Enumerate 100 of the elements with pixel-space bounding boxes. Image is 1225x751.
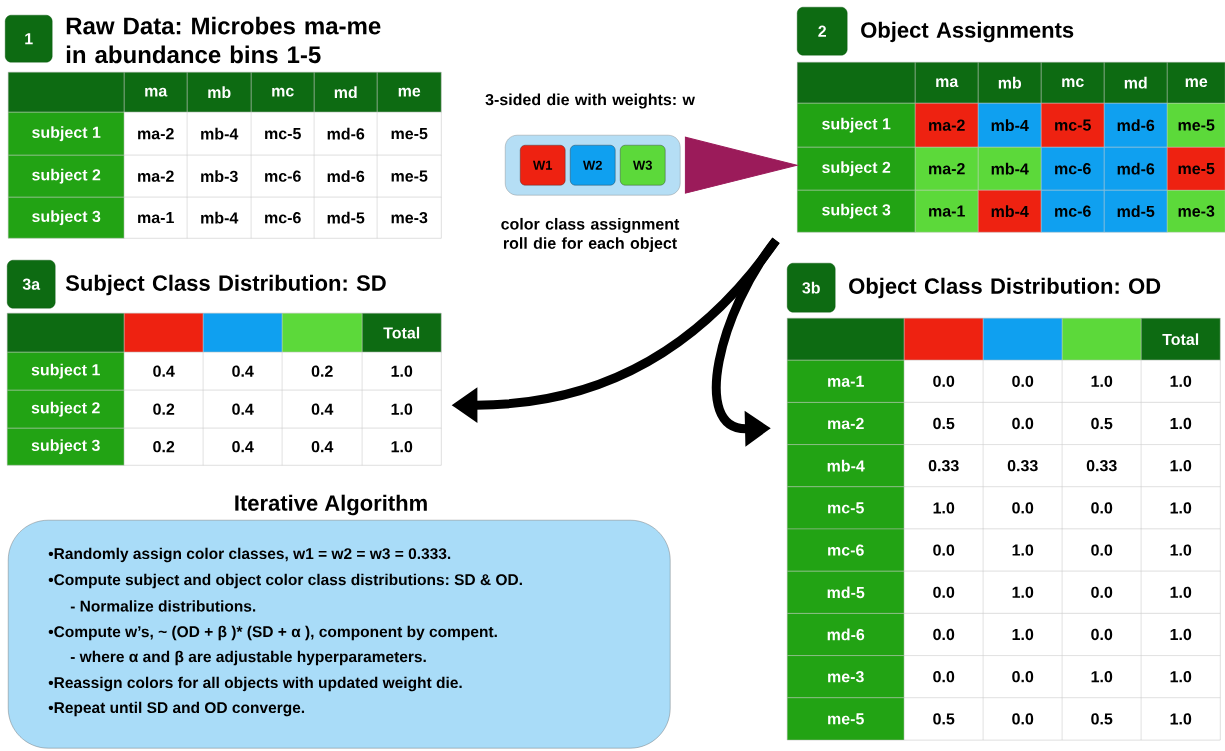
die-face: W3 <box>620 145 666 186</box>
table-cell: 0.4 <box>124 352 204 391</box>
table-cell: mc-6 <box>251 155 315 198</box>
column-header: Total <box>1141 318 1221 361</box>
table-cell: ma-1 <box>915 190 979 233</box>
column-header: me <box>1167 62 1225 104</box>
table-cell: mc-6 <box>1041 147 1105 191</box>
table-cell: 1.0 <box>1141 444 1221 487</box>
table-cell: 0.0 <box>904 571 984 614</box>
table-cell: 0.5 <box>904 402 984 445</box>
table-cell: me-5 <box>1167 103 1225 148</box>
table-cell: 0.5 <box>1062 402 1142 445</box>
die-face: W1 <box>520 145 566 186</box>
table-cell: ma-1 <box>124 197 188 239</box>
step-badge: 1 <box>5 15 53 63</box>
table-cell: me-3 <box>1167 190 1225 233</box>
die-caption: color class assignment roll die for each object <box>501 217 680 253</box>
box-heading: Iterative Algorithm <box>235 494 427 516</box>
table-cell: 0.2 <box>124 390 204 429</box>
table-cell: me-5 <box>377 112 442 156</box>
table-cell: mb-4 <box>978 147 1042 191</box>
table-cell: md-6 <box>1104 103 1168 148</box>
table-cell: 0.4 <box>203 352 283 391</box>
column-header: mc <box>1041 62 1105 104</box>
column-header: md <box>314 72 378 113</box>
table-cell: 0.0 <box>983 486 1063 530</box>
table-cell: 1.0 <box>1141 697 1221 741</box>
section-heading: Subject Class Distribution: SD <box>65 274 386 296</box>
table-cell: md-6 <box>1104 147 1168 191</box>
row-header: ma-1 <box>787 360 905 403</box>
row-header: me-3 <box>787 655 905 698</box>
table-cell: 1.0 <box>1141 486 1221 530</box>
table-cell: 1.0 <box>983 613 1063 656</box>
row-header: me-5 <box>787 697 905 741</box>
die-face: W2 <box>570 145 616 186</box>
table-cell: me-3 <box>377 197 442 239</box>
section-heading: Object Class Distribution: OD <box>849 277 1161 299</box>
table-cell: 1.0 <box>1141 655 1221 698</box>
table-cell: 0.0 <box>1062 528 1142 572</box>
table-cell: 1.0 <box>362 352 442 391</box>
table-cell: ma-2 <box>124 112 188 156</box>
die-label: 3-sided die with weights: w <box>485 93 695 109</box>
step-badge: 3b <box>787 263 836 313</box>
column-header: me <box>377 72 442 113</box>
list-item: - Normalize distributions. <box>70 600 256 612</box>
table-cell: 1.0 <box>1141 360 1221 403</box>
row-header: mc-6 <box>787 528 905 572</box>
table-cell: 0.5 <box>904 697 984 741</box>
table-cell: 0.0 <box>1062 571 1142 614</box>
table-cell: 0.0 <box>983 360 1063 403</box>
row-header: subject 2 <box>797 147 916 191</box>
table-cell: md-6 <box>314 155 378 198</box>
row-header: mc-5 <box>787 486 905 530</box>
table-cell: 0.33 <box>1062 444 1142 487</box>
table-cell: 0.0 <box>904 655 984 698</box>
table-cell: mb-4 <box>187 112 252 156</box>
table-cell: 1.0 <box>1141 402 1221 445</box>
column-header: mb <box>978 62 1042 104</box>
row-header: subject 3 <box>8 197 125 239</box>
table-cell: 0.2 <box>282 352 363 391</box>
column-header: Total <box>362 313 442 353</box>
table-cell: mb-4 <box>978 103 1042 148</box>
table-cell: 0.0 <box>904 528 984 572</box>
list-item: •Repeat until SD and OD converge. <box>48 701 305 717</box>
column-header: md <box>1104 62 1168 104</box>
table-cell: 0.4 <box>203 390 283 429</box>
table-cell: me-5 <box>377 155 442 198</box>
table-cell: 1.0 <box>1141 571 1221 614</box>
table-cell: 0.2 <box>124 428 204 466</box>
table-cell: md-5 <box>1104 190 1168 233</box>
column-header: mb <box>187 72 252 113</box>
table-cell: ma-2 <box>124 155 188 198</box>
step-badge: 3a <box>7 260 56 309</box>
table-cell: 1.0 <box>983 571 1063 614</box>
column-header: ma <box>915 62 979 104</box>
table-cell: mb-4 <box>187 197 252 239</box>
step-badge: 2 <box>797 7 848 56</box>
table-cell: 0.0 <box>1062 486 1142 530</box>
row-header: subject 1 <box>797 103 916 148</box>
table-cell: mb-3 <box>187 155 252 198</box>
section-heading: Raw Data: Microbes ma-me in abundance bins 1-5 <box>66 16 381 64</box>
table-cell: 1.0 <box>1141 528 1221 572</box>
table-cell: mc-5 <box>1041 103 1105 148</box>
list-item: •Compute w’s, ~ (OD + β )* (SD + α ), component by compent. <box>48 625 497 641</box>
list-item: - where α and β are adjustable hyperparameters. <box>70 650 426 666</box>
section-heading: Object Assignments <box>861 21 1074 43</box>
table-cell: md-6 <box>314 112 378 156</box>
table-cell: me-5 <box>1167 147 1225 191</box>
column-header: mc <box>251 72 315 113</box>
table-cell: 0.0 <box>983 697 1063 741</box>
table-cell: mc-6 <box>251 197 315 239</box>
table-cell: 1.0 <box>983 528 1063 572</box>
table-cell: 0.0 <box>983 655 1063 698</box>
table-cell: mc-5 <box>251 112 315 156</box>
table-cell: 0.5 <box>1062 697 1142 741</box>
row-header: subject 1 <box>7 352 125 391</box>
table-cell: 1.0 <box>1062 655 1142 698</box>
table-cell: mc-6 <box>1041 190 1105 233</box>
row-header: subject 3 <box>797 190 916 233</box>
table-cell: mb-4 <box>978 190 1042 233</box>
